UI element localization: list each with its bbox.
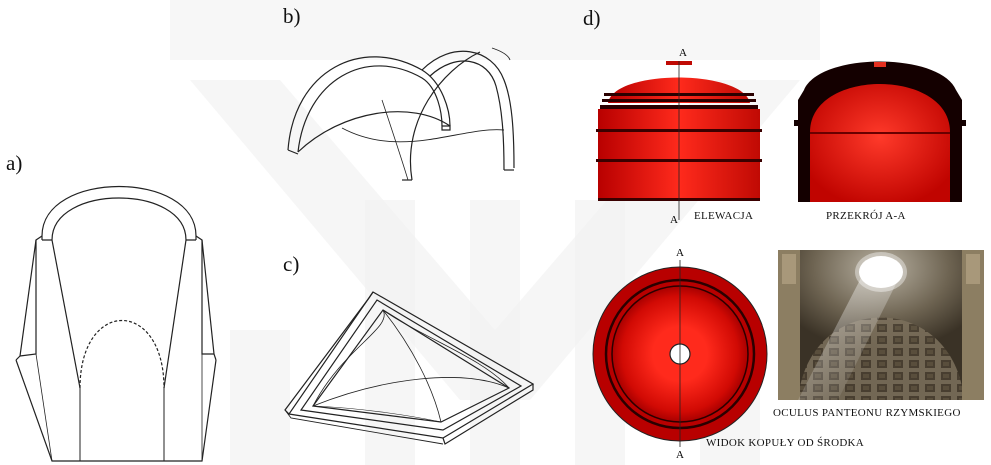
plan-top-marker: A [676,247,684,259]
barrel-vault-drawing [15,186,217,462]
panel-b-label: b) [283,4,301,28]
plan-bottom-marker: A [676,449,684,461]
dome-plan-drawing: A A [592,247,768,461]
cloister-vault-drawing [284,291,535,445]
photo-caption: OCULUS PANTEONU RZYMSKIEGO [773,407,961,419]
dome-elevation-drawing: A A [596,47,762,226]
groin-vault-drawing [287,47,515,181]
panel-c-label: c) [283,252,300,276]
pantheon-oculus-photo [778,250,984,400]
panel-a-label: a) [6,151,23,175]
panel-d-label: d) [583,6,601,30]
plan-caption: WIDOK KOPUŁY OD ŚRODKA [706,437,865,449]
elevation-bottom-marker: A [670,214,678,226]
elevation-caption: ELEWACJA [694,210,754,222]
dome-section-drawing [794,61,966,202]
elevation-top-marker: A [679,47,687,59]
section-caption: PRZEKRÓJ A-A [826,210,906,222]
